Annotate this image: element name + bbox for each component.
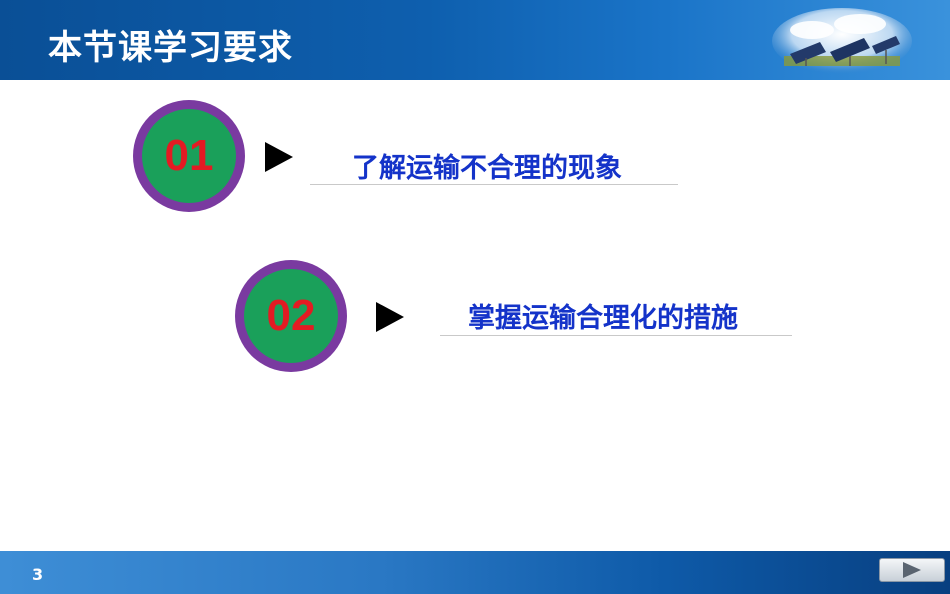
footer-bar [0, 551, 950, 594]
header-bar: 本节课学习要求 [0, 0, 950, 80]
number-badge: 01 [133, 100, 245, 212]
number-label: 02 [266, 291, 316, 340]
number-label: 01 [164, 131, 214, 180]
next-slide-button[interactable] [879, 558, 945, 582]
solar-panel-photo [772, 8, 912, 74]
triangle-right-icon [265, 142, 293, 172]
requirement-text: 掌握运输合理化的措施 [468, 303, 738, 334]
underline [310, 184, 678, 185]
underline [440, 335, 792, 336]
page-title: 本节课学习要求 [48, 28, 293, 68]
triangle-right-icon [376, 302, 404, 332]
requirement-text: 了解运输不合理的现象 [352, 153, 622, 184]
play-icon [903, 562, 921, 578]
page-number: 3 [32, 565, 44, 584]
number-badge: 02 [235, 260, 347, 372]
